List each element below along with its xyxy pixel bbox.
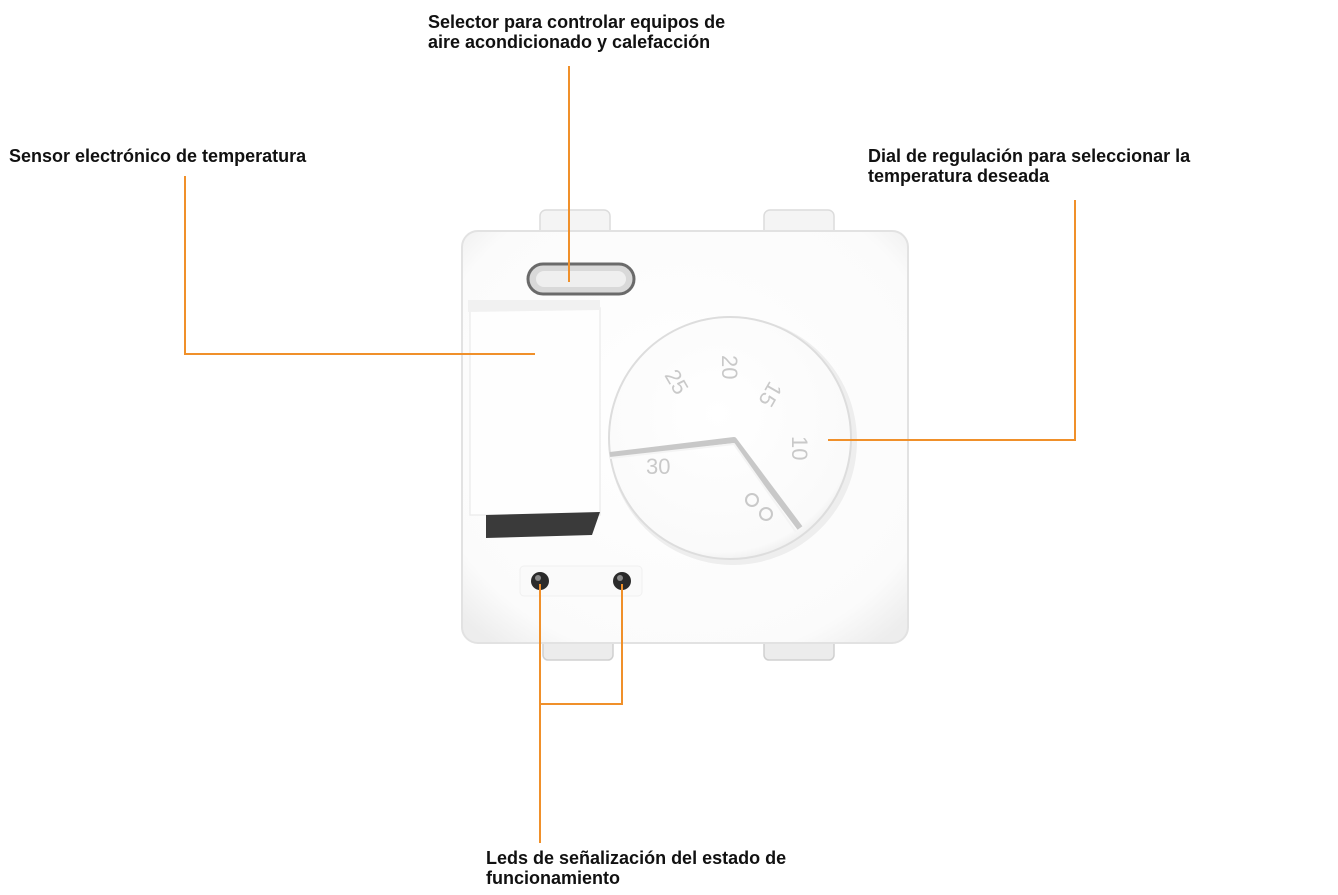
leader-line-leds — [539, 584, 623, 843]
callout-sensor: Sensor electrónico de temperatura — [9, 146, 307, 166]
dial-pointer-ridge — [609, 437, 803, 530]
dial-mark-off — [745, 493, 773, 521]
dial-mark-30: 30 — [646, 454, 670, 479]
temperature-dial[interactable] — [608, 316, 857, 565]
callout-selector: Selector para controlar equipos de aire … — [428, 12, 848, 52]
led-left — [531, 572, 549, 590]
callout-dial: Dial de regulación para seleccionar la t… — [868, 146, 1336, 186]
callout-dial-line2: temperatura deseada — [868, 166, 1050, 186]
leader-lines — [184, 66, 1076, 843]
callout-leds: Leds de señalización del estado de funci… — [486, 848, 919, 888]
led-panel — [519, 565, 643, 597]
callout-selector-line1: Selector para controlar equipos de — [428, 12, 726, 32]
callout-leds-line1: Leds de señalización del estado de — [486, 848, 787, 868]
callout-selector-line2: aire acondicionado y calefacción — [428, 32, 711, 52]
leader-line-sensor — [184, 176, 535, 355]
dial-mark-20: 20 — [717, 355, 742, 379]
leader-line-dial — [828, 200, 1076, 441]
sensor-housing — [469, 307, 601, 516]
mode-selector-switch[interactable] — [526, 262, 636, 296]
dial-mark-10: 10 — [787, 436, 812, 460]
vent-slot — [486, 512, 600, 538]
callout-leds-line2: funcionamiento — [486, 868, 620, 888]
callout-dial-line1: Dial de regulación para seleccionar la — [868, 146, 1191, 166]
led-right — [613, 572, 631, 590]
sensor-shadow — [468, 300, 600, 312]
